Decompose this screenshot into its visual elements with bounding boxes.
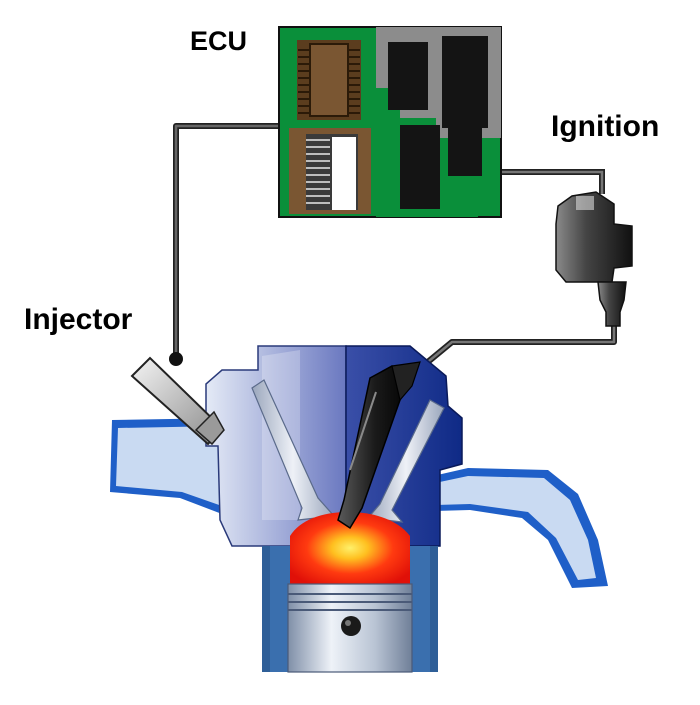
piston-icon [287, 583, 413, 673]
ignition-coil-icon [555, 191, 633, 327]
ecu-board-icon [278, 26, 502, 218]
spark-plug-icon [337, 361, 421, 530]
exhaust-port [398, 468, 608, 588]
wiring-harness [173, 123, 617, 378]
injector-wire [173, 123, 282, 355]
ignition-wire [500, 169, 605, 194]
exhaust-valve [366, 399, 445, 523]
fuel-injector-icon [130, 352, 225, 446]
injector-label: Injector [24, 303, 133, 336]
combustion-flame [290, 512, 410, 584]
ecu-label: ECU [190, 26, 248, 56]
ignition-label: Ignition [551, 110, 660, 143]
